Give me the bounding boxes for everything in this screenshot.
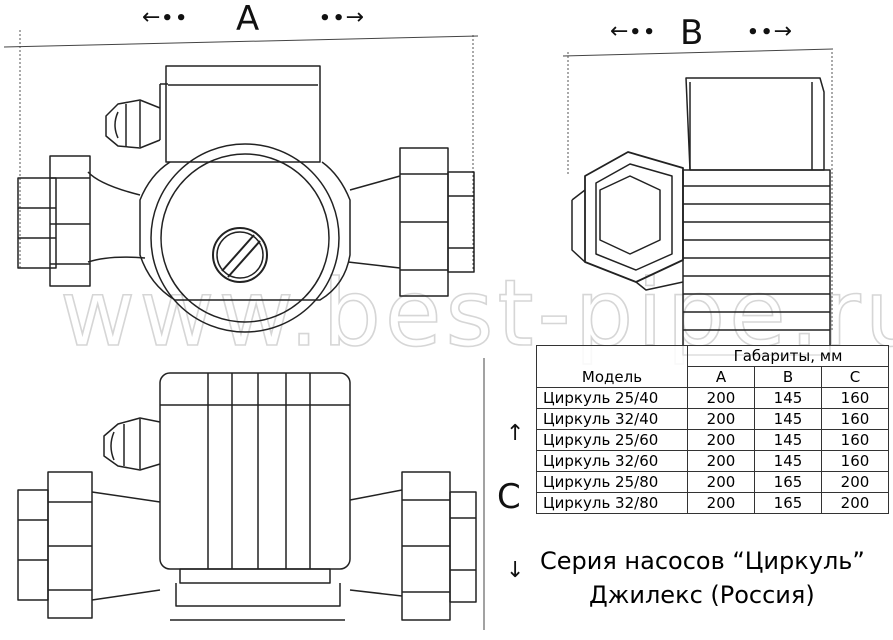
value-c-cell: 160 <box>821 387 889 409</box>
table-row: Циркуль 25/40 200 145 160 <box>536 387 889 409</box>
value-a-cell: 200 <box>687 429 755 451</box>
dimension-a-left-arrow: ←∙∙ <box>142 5 188 30</box>
value-a-cell: 200 <box>687 492 755 514</box>
column-header-c: C <box>821 366 889 388</box>
model-column-header: Модель <box>536 345 688 388</box>
pump-top-view <box>17 372 477 621</box>
value-b-cell: 145 <box>754 387 822 409</box>
value-b-cell: 165 <box>754 492 822 514</box>
caption-series: Серия насосов “Циркуль” <box>540 547 865 575</box>
model-cell: Циркуль 25/40 <box>536 387 688 409</box>
table-row: Циркуль 25/80 200 165 200 <box>536 471 889 493</box>
value-b-cell: 145 <box>754 429 822 451</box>
value-c-cell: 160 <box>821 429 889 451</box>
table-header-row: Модель Габариты, мм <box>536 345 889 388</box>
value-c-cell: 200 <box>821 471 889 493</box>
dimensions-group-header: Габариты, мм <box>687 345 889 367</box>
table-row: Циркуль 32/80 200 165 200 <box>536 492 889 514</box>
value-a-cell: 200 <box>687 471 755 493</box>
column-header-a: A <box>687 366 755 388</box>
model-cell: Циркуль 25/80 <box>536 471 688 493</box>
value-a-cell: 200 <box>687 387 755 409</box>
dimension-c-label: C <box>497 477 521 517</box>
dimension-a-right-arrow: ∙∙→ <box>318 5 364 30</box>
dimension-b-left-arrow: ←∙∙ <box>610 19 656 44</box>
dimension-c-up-arrow: ↑ <box>506 421 524 446</box>
dimensions-table: Модель Габариты, мм A B C Циркуль 25/40 … <box>536 345 889 514</box>
dimension-a-label: A <box>236 0 259 39</box>
model-cell: Циркуль 32/40 <box>536 408 688 430</box>
value-a-cell: 200 <box>687 408 755 430</box>
model-cell: Циркуль 32/60 <box>536 450 688 472</box>
table-row: Циркуль 32/60 200 145 160 <box>536 450 889 472</box>
value-c-cell: 160 <box>821 408 889 430</box>
caption-manufacturer: Джилекс (Россия) <box>589 581 815 609</box>
model-cell: Циркуль 25/60 <box>536 429 688 451</box>
dimension-b-right-arrow: ∙∙→ <box>746 19 792 44</box>
value-a-cell: 200 <box>687 450 755 472</box>
dimension-c-down-arrow: ↓ <box>506 558 524 583</box>
column-header-b: B <box>754 366 822 388</box>
value-c-cell: 160 <box>821 450 889 472</box>
dimension-b-label: B <box>680 13 703 53</box>
dimension-a <box>3 30 479 270</box>
pump-front-view <box>17 65 475 333</box>
value-b-cell: 145 <box>754 408 822 430</box>
table-row: Циркуль 25/60 200 145 160 <box>536 429 889 451</box>
value-b-cell: 145 <box>754 450 822 472</box>
caption: Серия насосов “Циркуль” Джилекс (Россия) <box>500 544 890 612</box>
value-c-cell: 200 <box>821 492 889 514</box>
value-b-cell: 165 <box>754 471 822 493</box>
dimension-b <box>562 48 834 330</box>
pump-side-view <box>571 77 831 356</box>
table-row: Циркуль 32/40 200 145 160 <box>536 408 889 430</box>
model-cell: Циркуль 32/80 <box>536 492 688 514</box>
table-subheader-row: A B C <box>537 366 889 388</box>
